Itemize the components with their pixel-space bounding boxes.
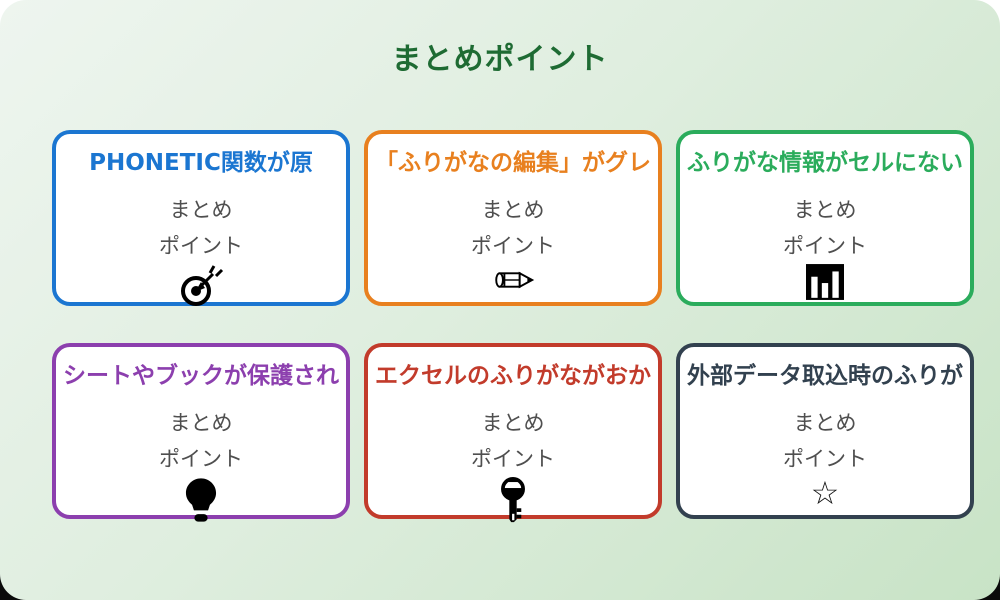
card-subtitle: まとめ ポイント <box>783 192 867 264</box>
card-excel-furigana-wrong[interactable]: エクセルのふりがながおか まとめ ポイント <box>364 343 662 522</box>
card-title-text: エクセルのふりがながおか <box>375 363 651 389</box>
subtitle-line-2: ポイント <box>783 233 867 258</box>
card-subtitle: まとめ ポイント <box>783 405 867 477</box>
key-icon <box>498 476 528 529</box>
subtitle-line-2: ポイント <box>471 446 555 471</box>
card-phonetic-function[interactable]: PHONETIC関数が原 まとめ ポイント <box>52 130 350 306</box>
card-title: ふりがな情報がセルにない <box>680 150 970 178</box>
subtitle-line-1: まとめ <box>793 410 857 435</box>
card-title-text: シートやブックが保護され <box>63 363 339 389</box>
subtitle-line-1: まとめ <box>481 197 545 222</box>
bar-chart-icon <box>806 263 844 306</box>
card-external-data-import[interactable]: 外部データ取込時のふりが まとめ ポイント ☆ <box>676 343 974 519</box>
star-glyph: ☆ <box>810 473 840 512</box>
subtitle-line-1: まとめ <box>169 197 233 222</box>
card-title-text: 外部データ取込時のふりが <box>687 363 963 389</box>
subtitle-line-1: まとめ <box>481 410 545 435</box>
card-grid: PHONETIC関数が原 まとめ ポイント 「ふりがなの編集」がグレ <box>52 130 974 522</box>
card-subtitle: まとめ ポイント <box>159 192 243 264</box>
subtitle-line-2: ポイント <box>471 233 555 258</box>
card-title: PHONETIC関数が原 <box>56 150 346 178</box>
card-title: シートやブックが保護され <box>56 363 346 391</box>
subtitle-line-2: ポイント <box>159 233 243 258</box>
pencil-icon <box>490 264 536 302</box>
card-title-text: 「ふりがなの編集」がグレ <box>375 150 651 176</box>
card-sheet-book-protected[interactable]: シートやブックが保護され まとめ ポイント <box>52 343 350 522</box>
card-title: 外部データ取込時のふりが <box>680 363 970 391</box>
card-title: エクセルのふりがながおか <box>368 363 658 391</box>
target-dart-icon <box>177 264 225 314</box>
lightbulb-icon <box>185 477 217 529</box>
card-subtitle: まとめ ポイント <box>471 192 555 264</box>
subtitle-line-1: まとめ <box>169 410 233 435</box>
card-subtitle: まとめ ポイント <box>471 405 555 477</box>
card-furigana-edit-gray[interactable]: 「ふりがなの編集」がグレ まとめ ポイント <box>364 130 662 306</box>
card-subtitle: まとめ ポイント <box>159 405 243 477</box>
card-title-text: PHONETIC関数が原 <box>89 150 313 176</box>
star-icon: ☆ <box>811 477 840 515</box>
card-title: 「ふりがなの編集」がグレ <box>368 150 658 178</box>
subtitle-line-2: ポイント <box>159 446 243 471</box>
subtitle-line-2: ポイント <box>783 446 867 471</box>
page-title: まとめポイント <box>391 42 609 77</box>
card-furigana-info-missing[interactable]: ふりがな情報がセルにない まとめ ポイント <box>676 130 974 306</box>
card-title-text: ふりがな情報がセルにない <box>687 150 963 176</box>
subtitle-line-1: まとめ <box>793 197 857 222</box>
